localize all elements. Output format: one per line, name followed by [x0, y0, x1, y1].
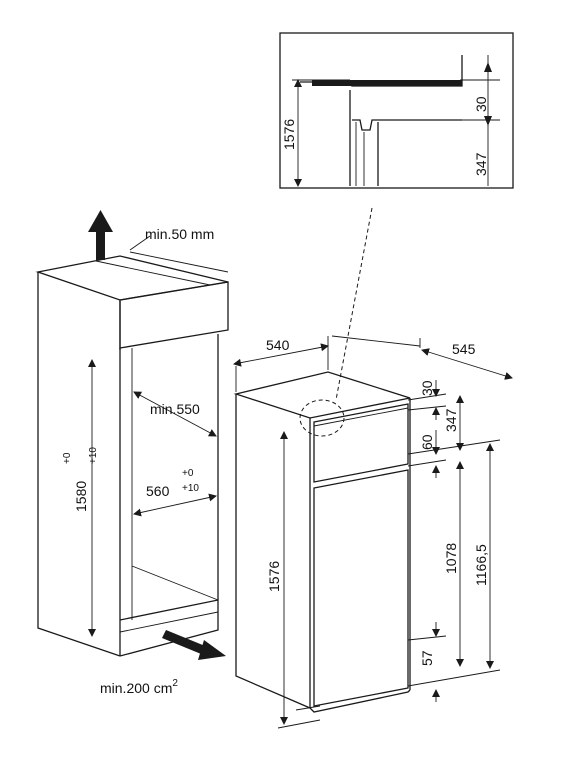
label-min550: min.550: [150, 401, 200, 417]
niche-top-front: [119, 281, 229, 349]
ext-545-b: [331, 335, 421, 347]
label-540: 540: [266, 337, 290, 353]
fridge-bottom-edge: [309, 689, 411, 713]
label-30: 30: [419, 380, 435, 396]
label-min200: min.200 cm2: [100, 678, 178, 696]
ext-r-bottom: [407, 669, 501, 687]
detail-arrow-b: [484, 116, 492, 126]
ext-r-30: [407, 405, 447, 411]
label-1078: 1078: [443, 543, 459, 574]
fridge-appliance: 540 545 30 347 60 1078 1166,5 57 1576: [233, 335, 513, 729]
detail-arrow-a: [484, 62, 492, 72]
detail-circle: [299, 399, 345, 437]
label-347: 347: [443, 408, 459, 432]
dim-540-line: [233, 343, 329, 367]
fridge-left-side: [235, 394, 311, 709]
niche-cabinet: min.50 mm 1580 +0 +10 min.550 560 +0 +10…: [35, 210, 229, 696]
detail-worktop-plate: [312, 80, 462, 86]
min50-leader: [129, 235, 151, 251]
ext-r-60: [407, 459, 447, 467]
detail-label-30: 30: [473, 96, 489, 112]
dim-545-line: [421, 348, 513, 380]
niche-vent-line: [95, 260, 211, 286]
niche-vent-line-2: [129, 251, 229, 273]
label-545: 545: [452, 341, 476, 357]
ext-1576-bottom: [277, 719, 321, 729]
detail-inset: 1576 30 347: [279, 32, 514, 189]
label-560: 560: [146, 483, 170, 499]
label-1580: 1580: [73, 481, 89, 512]
label-60: 60: [419, 434, 435, 450]
fridge-upper-door-lip: [313, 407, 409, 427]
label-1166: 1166,5: [473, 544, 489, 586]
niche-bottom-plinth: [119, 599, 219, 657]
label-560-plus10: +10: [182, 483, 199, 494]
detail-door-top: [352, 119, 462, 131]
niche-top-face: [35, 255, 229, 301]
detail-label-347: 347: [473, 152, 489, 176]
label-1580-plus10: +10: [88, 447, 99, 464]
niche-inner-bottom-line: [131, 565, 219, 601]
arrow-up-icon: [88, 210, 113, 260]
detail-leader-line: [335, 207, 373, 401]
ext-r-347: [407, 439, 501, 455]
label-1576: 1576: [266, 561, 282, 592]
detail-label-1576: 1576: [281, 119, 297, 150]
arrow-right-icon: [162, 630, 226, 660]
detail-frame: [279, 32, 514, 189]
dim-min550-line: [133, 391, 217, 437]
ext-r-57: [407, 635, 447, 641]
niche-plinth-line: [119, 611, 219, 633]
fridge-top-face: [233, 371, 411, 419]
label-560-plus0: +0: [182, 468, 194, 479]
fridge-foot-line: [295, 705, 321, 711]
fridge-lower-door: [313, 469, 409, 707]
niche-left-side: [37, 272, 121, 657]
label-57: 57: [419, 650, 435, 666]
dim-560-line: [133, 493, 217, 517]
label-min50: min.50 mm: [145, 226, 214, 242]
fridge-upper-door: [313, 403, 409, 483]
label-1580-plus0: +0: [62, 452, 73, 464]
